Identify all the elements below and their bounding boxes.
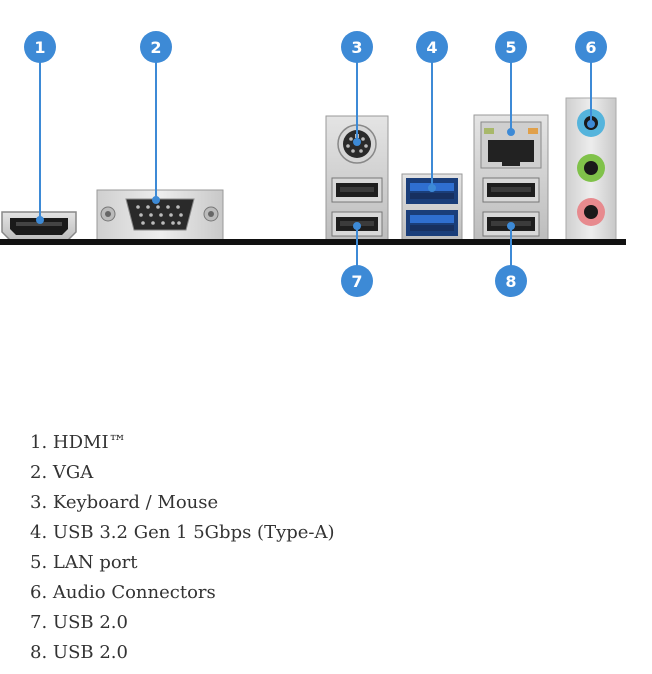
callout-marker-6: 6 bbox=[575, 31, 607, 63]
callout-marker-2: 2 bbox=[140, 31, 172, 63]
callout-marker-4: 4 bbox=[416, 31, 448, 63]
callout-marker-8: 8 bbox=[495, 265, 527, 297]
callout-label-2: 2 bbox=[150, 38, 161, 57]
legend-item-lan: 5. LAN port bbox=[30, 552, 138, 573]
legend-item-audio: 6. Audio Connectors bbox=[30, 582, 216, 603]
callout-label-4: 4 bbox=[426, 38, 437, 57]
callout-label-6: 6 bbox=[585, 38, 596, 57]
port-legend-list: 1. HDMI™ 2. VGA 3. Keyboard / Mouse 4. U… bbox=[30, 428, 335, 668]
legend-item-hdmi: 1. HDMI™ bbox=[30, 432, 127, 453]
legend-item-usb2-a: 7. USB 2.0 bbox=[30, 612, 128, 633]
callout-marker-7: 7 bbox=[341, 265, 373, 297]
callout-label-1: 1 bbox=[34, 38, 45, 57]
vga-port bbox=[96, 189, 224, 241]
legend-item-usb3: 4. USB 3.2 Gen 1 5Gbps (Type-A) bbox=[30, 522, 335, 543]
callout-label-8: 8 bbox=[505, 272, 516, 291]
callout-marker-5: 5 bbox=[495, 31, 527, 63]
callout-label-7: 7 bbox=[351, 272, 362, 291]
panel-baseline bbox=[0, 239, 626, 245]
legend-item-vga: 2. VGA bbox=[30, 462, 94, 483]
legend-item-keyboard-mouse: 3. Keyboard / Mouse bbox=[30, 492, 219, 513]
callout-label-3: 3 bbox=[351, 38, 362, 57]
callout-marker-1: 1 bbox=[24, 31, 56, 63]
leader-lines bbox=[36, 47, 595, 281]
callout-label-5: 5 bbox=[505, 38, 516, 57]
callout-marker-3: 3 bbox=[341, 31, 373, 63]
legend-item-usb2-b: 8. USB 2.0 bbox=[30, 642, 128, 663]
io-panel-diagram: 1 2 3 4 5 6 7 8 bbox=[0, 31, 626, 297]
